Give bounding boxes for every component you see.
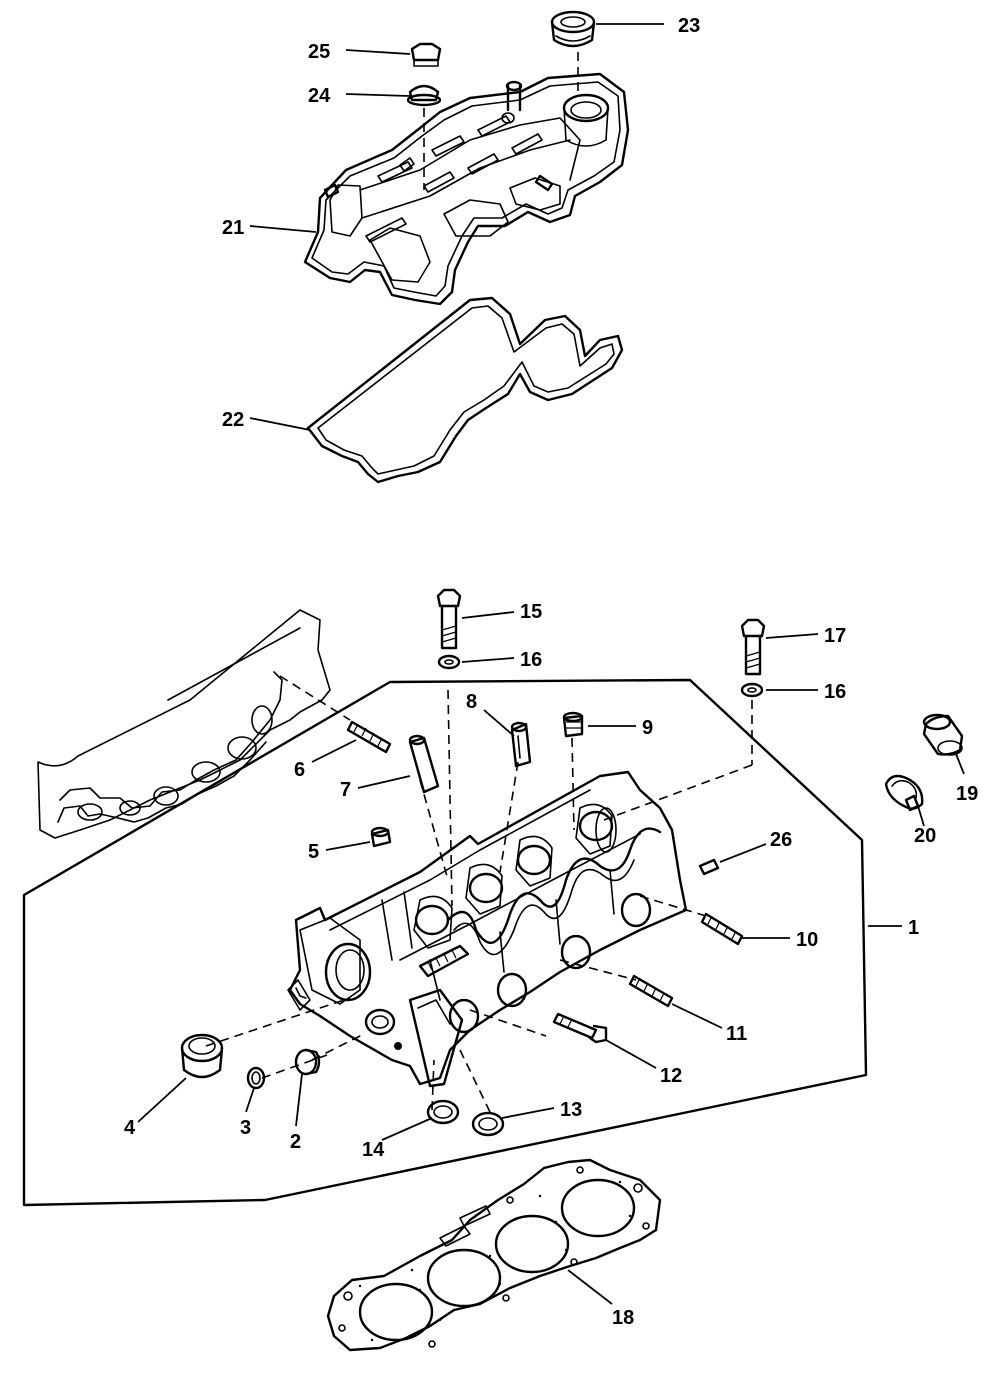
callout-14: 14 [362, 1139, 385, 1161]
callout-19: 19 [956, 783, 978, 805]
stud-6 [346, 720, 392, 754]
seal-14-dash [431, 1059, 435, 1111]
callout-22: 22 [222, 409, 244, 431]
stud-10-dash [639, 895, 707, 917]
plug-9 [562, 711, 584, 738]
seal-13 [471, 1111, 505, 1137]
assembly-group-outline [22, 678, 868, 1207]
callout-11: 11 [726, 1023, 747, 1045]
oil-filler-cap [550, 10, 596, 48]
bolt-15 [436, 588, 462, 650]
callout-5: 5 [308, 841, 319, 863]
plug-3 [246, 1066, 266, 1090]
callout-15: 15 [520, 601, 542, 623]
callout-12: 12 [660, 1065, 682, 1087]
seal-dash [205, 997, 351, 1047]
plug-9-dash [571, 737, 575, 831]
cap-5 [370, 826, 392, 848]
callout-7: 7 [340, 779, 351, 801]
bolt-17 [740, 618, 766, 676]
callout-labels: 23 25 24 21 22 15 16 17 16 8 9 6 7 5 26 … [124, 15, 978, 1329]
callout-16b: 16 [824, 681, 846, 703]
callout-16a: 16 [520, 649, 542, 671]
seal-14 [426, 1099, 460, 1125]
bolt-12 [552, 1012, 608, 1044]
camshaft-seal-4 [180, 1033, 224, 1079]
callout-3: 3 [240, 1117, 251, 1139]
callout-4: 4 [124, 1117, 136, 1139]
dowel-tube-8 [510, 721, 532, 768]
plug-2 [294, 1048, 321, 1076]
valve-cover-gasket [306, 296, 624, 484]
tube-8-dash [499, 761, 519, 873]
cylinder-head [287, 770, 688, 1088]
callout-26: 26 [770, 829, 792, 851]
tube-7-dash [419, 779, 449, 881]
bolt-17-dash-b [603, 764, 753, 821]
stud-dash [279, 675, 351, 721]
callout-23: 23 [678, 15, 700, 37]
intake-manifold-phantom [37, 609, 331, 839]
dowel-tube-7 [408, 734, 440, 794]
hose-clamp-20 [884, 774, 924, 812]
stud-11 [628, 974, 674, 1008]
callout-10: 10 [796, 929, 818, 951]
bolt-12-dash [469, 1009, 547, 1037]
callout-1: 1 [908, 917, 919, 939]
callout-24: 24 [308, 85, 331, 107]
bolt-15-dash [447, 689, 453, 907]
stud-11-dash [559, 959, 637, 981]
callout-6: 6 [294, 759, 305, 781]
plug-dash-2 [311, 1033, 365, 1061]
callout-8: 8 [466, 691, 477, 713]
valve-cover [303, 72, 630, 306]
grommet [406, 84, 442, 190]
callout-18: 18 [612, 1307, 634, 1329]
callout-21: 21 [222, 217, 244, 239]
callout-13: 13 [560, 1099, 582, 1121]
cap-nut [410, 42, 442, 67]
washer-16b [740, 682, 764, 698]
washer-16a [437, 654, 461, 670]
pin-26 [698, 858, 720, 876]
head-gasket-18 [326, 1158, 662, 1352]
stud-10 [700, 912, 744, 946]
callout-20: 20 [914, 825, 936, 847]
callout-9: 9 [642, 717, 653, 739]
callout-2: 2 [290, 1131, 301, 1153]
callout-25: 25 [308, 41, 330, 63]
callout-17: 17 [824, 625, 846, 647]
hose-19 [922, 713, 964, 756]
leader-lines [137, 23, 965, 1305]
seal-13-dash [459, 1049, 491, 1113]
